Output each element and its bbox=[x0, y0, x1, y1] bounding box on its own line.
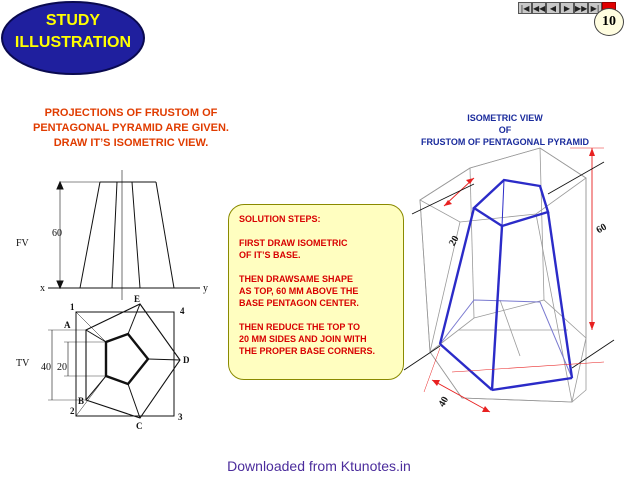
fv-height-label: 60 bbox=[52, 228, 62, 239]
tv-base-pentagon bbox=[85, 303, 181, 419]
isometric-view bbox=[403, 147, 615, 413]
step-3: THEN REDUCE THE TOP TO 20 MM SIDES AND J… bbox=[239, 322, 376, 356]
problem-statement: PROJECTIONS OF FRUSTOM OF PENTAGONAL PYR… bbox=[6, 106, 256, 151]
problem-line-1: PROJECTIONS OF FRUSTOM OF bbox=[44, 107, 218, 119]
vertex-label-e: E bbox=[134, 294, 140, 304]
top-view bbox=[48, 303, 181, 419]
badge-line-1: STUDY bbox=[45, 12, 101, 29]
tv-edge-e bbox=[127, 303, 141, 335]
study-illustration-badge bbox=[1, 1, 145, 75]
iso-title-line-3: FRUSTOM OF PENTAGONAL PYRAMID bbox=[420, 137, 589, 147]
badge-title: STUDY ILLUSTRATION bbox=[0, 10, 146, 54]
tv-edge-d bbox=[147, 358, 181, 361]
fv-left-edge bbox=[79, 181, 101, 289]
iso-dimension-arrows bbox=[432, 148, 595, 412]
forward-button[interactable]: ▶▶ bbox=[574, 2, 588, 14]
fv-inner-edge-2 bbox=[131, 181, 141, 289]
iso-dimension-lines bbox=[423, 147, 604, 413]
iso-title-line-1: ISOMETRIC VIEW bbox=[467, 113, 543, 123]
corner-label-4: 4 bbox=[180, 306, 185, 316]
tv-edge-b bbox=[85, 375, 107, 401]
previous-slide-button[interactable]: ◀ bbox=[546, 2, 560, 14]
solution-steps-callout: SOLUTION STEPS: FIRST DRAW ISOMETRIC OF … bbox=[228, 204, 404, 380]
vertex-label-c: C bbox=[136, 421, 143, 431]
problem-line-2: PENTAGONAL PYRAMID ARE GIVEN. bbox=[33, 122, 229, 134]
iso-title-line-2: OF bbox=[498, 125, 512, 135]
tv-label: TV bbox=[16, 358, 30, 369]
tv-outer-dimension: 40 bbox=[41, 362, 51, 373]
footer-source: Downloaded from Ktunotes.in bbox=[227, 458, 411, 474]
next-slide-button[interactable]: ▶ bbox=[560, 2, 574, 14]
iso-base-pentagon bbox=[439, 299, 573, 391]
iso-extension-lines bbox=[403, 161, 615, 373]
corner-label-3: 3 bbox=[178, 412, 183, 422]
fv-label: FV bbox=[16, 238, 30, 249]
dim-arrow-top bbox=[56, 180, 64, 190]
steps-heading: SOLUTION STEPS: bbox=[239, 214, 321, 224]
badge-line-2: ILLUSTRATION bbox=[14, 34, 132, 51]
fv-inner-edge-1 bbox=[111, 181, 118, 289]
rewind-button[interactable]: ◀◀ bbox=[532, 2, 546, 14]
front-view bbox=[48, 170, 200, 300]
tv-edge-c bbox=[127, 383, 141, 419]
vertex-label-d: D bbox=[183, 355, 190, 365]
tv-top-pentagon bbox=[104, 332, 150, 386]
tv-inner-dimension: 20 bbox=[57, 362, 67, 373]
first-slide-button[interactable]: |◀ bbox=[518, 2, 532, 14]
dim-arrow-bottom bbox=[56, 280, 64, 290]
iso-construction-lines bbox=[419, 147, 587, 403]
corner-label-1: 1 bbox=[70, 302, 75, 312]
tv-edge-a bbox=[85, 329, 107, 343]
iso-base-side-dimension: 40 bbox=[437, 395, 452, 409]
corner-label-2: 2 bbox=[70, 406, 75, 416]
problem-line-3: DRAW IT’S ISOMETRIC VIEW. bbox=[53, 137, 209, 149]
iso-frustum-edges bbox=[438, 178, 574, 392]
x-label: x bbox=[40, 283, 45, 294]
iso-height-dimension: 60 bbox=[595, 222, 609, 237]
page-number: 10 bbox=[594, 8, 624, 36]
tv-construction-1 bbox=[75, 311, 107, 343]
tv-bounding-rectangle bbox=[75, 311, 175, 417]
vertex-label-b: B bbox=[78, 396, 84, 406]
isometric-view-title: ISOMETRIC VIEW OF FRUSTOM OF PENTAGONAL … bbox=[396, 112, 614, 148]
fv-right-edge bbox=[155, 181, 175, 289]
tv-construction-2 bbox=[75, 375, 107, 417]
step-2: THEN DRAWSAME SHAPE AS TOP, 60 MM ABOVE … bbox=[239, 274, 359, 308]
step-1: FIRST DRAW ISOMETRIC OF IT’S BASE. bbox=[239, 238, 348, 260]
y-label: y bbox=[203, 283, 208, 294]
iso-top-side-dimension: 20 bbox=[447, 234, 462, 248]
vertex-label-a: A bbox=[64, 320, 71, 330]
